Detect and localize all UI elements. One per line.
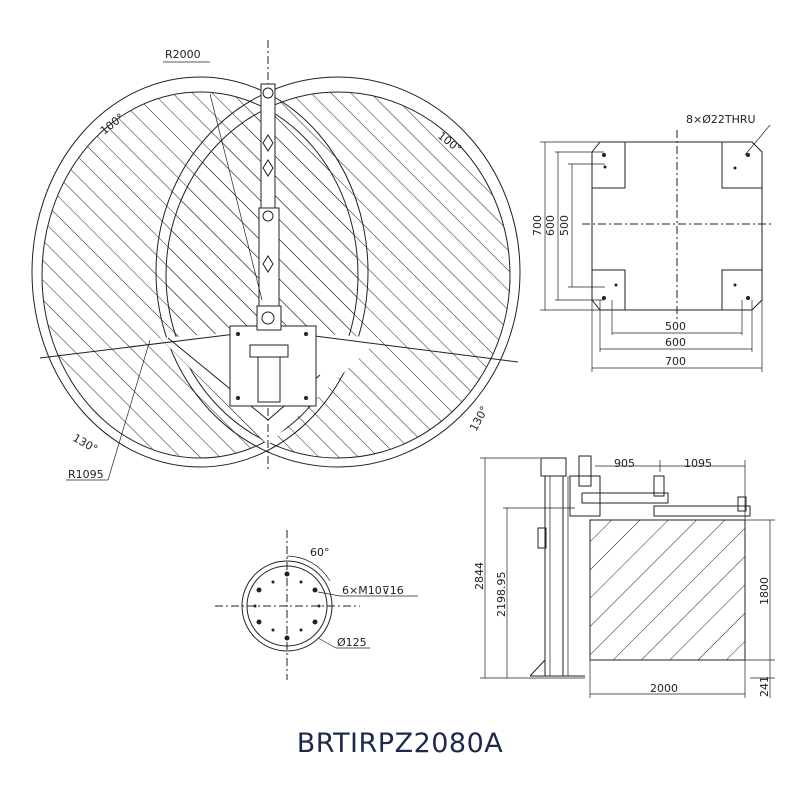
dim-label: 2844 — [473, 562, 486, 590]
dim-label: 905 — [614, 457, 635, 470]
dim-label: 2198.95 — [495, 572, 508, 618]
dim-label: 1095 — [684, 457, 712, 470]
dim-label: 500 — [558, 215, 571, 236]
model-name: BRTIRPZ2080A — [296, 728, 504, 759]
holes-label: 8×Ø22THRU — [686, 113, 756, 126]
dim-label: 1800 — [758, 577, 771, 605]
flange-diameter-label: Ø125 — [337, 636, 367, 649]
dim-label: 500 — [665, 320, 686, 333]
angle-label: 130° — [467, 404, 491, 434]
dim-label: 700 — [531, 215, 544, 236]
base-plate-view: 8×Ø22THRU 700 600 500 500 600 700 — [531, 113, 772, 372]
radius-inner-label: R1095 — [68, 468, 104, 481]
flange-thread-label: 6×M10⊽16 — [342, 584, 404, 597]
flange-view: 60° 6×M10⊽16 Ø125 — [215, 530, 418, 680]
side-view: 905 1095 2844 2198.95 1800 2000 241 — [473, 455, 775, 698]
dim-label: 2000 — [650, 682, 678, 695]
dim-label: 700 — [665, 355, 686, 368]
angle-label: 130° — [71, 431, 100, 456]
flange-angle-label: 60° — [310, 546, 330, 559]
radius-outer-label: R2000 — [165, 48, 201, 61]
dim-label: 600 — [544, 215, 557, 236]
top-view-workspace: R2000 R1095 100° 100° 130° 130° — [31, 40, 521, 481]
dim-label: 241 — [758, 676, 771, 697]
dim-label: 600 — [665, 336, 686, 349]
robot-arm-top — [229, 83, 317, 407]
